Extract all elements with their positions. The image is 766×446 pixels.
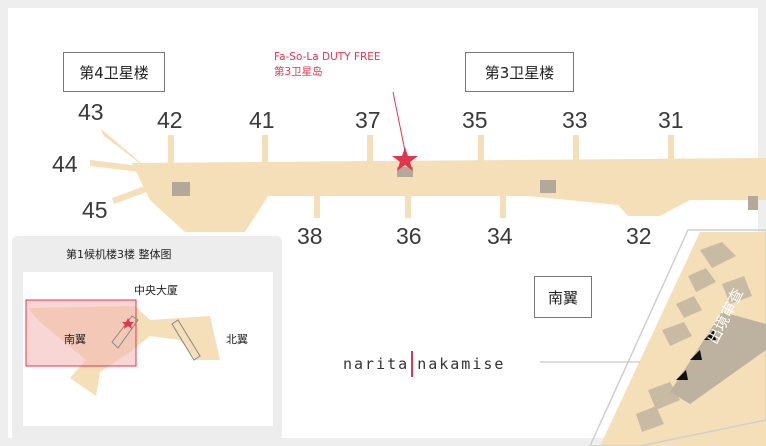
gate-31: 31 [658, 107, 684, 133]
inset-label-center: 中央大厦 [134, 284, 178, 297]
gate-34: 34 [487, 223, 513, 249]
gate-42: 42 [157, 107, 183, 133]
brand-separator [411, 351, 414, 377]
gate-piers [90, 128, 674, 218]
exit-arrows [676, 330, 716, 380]
label-satellite-4: 第4卫星楼 [63, 52, 165, 92]
gate-37: 37 [355, 107, 381, 133]
gate-32: 32 [626, 223, 652, 249]
gate-38: 38 [297, 223, 323, 249]
emigration-block [670, 312, 766, 404]
gate-36: 36 [396, 223, 422, 249]
gate-35: 35 [462, 107, 488, 133]
narita-nakamise-logo: narita nakamise [343, 351, 505, 377]
inset-highlight-south [25, 299, 137, 367]
south-wing-blocks [636, 242, 752, 432]
brand-left: narita [343, 355, 410, 373]
inset-title: 第1候机楼3楼 整体图 [66, 248, 172, 261]
service-blocks [172, 167, 758, 210]
shop-leader-line [392, 91, 407, 157]
label-south-wing: 南翼 [534, 276, 592, 318]
shop-location: 第3卫星岛 [274, 66, 323, 78]
inset-star-marker [122, 318, 134, 329]
gate-43: 43 [78, 99, 104, 125]
gate-44: 44 [52, 151, 78, 177]
shop-star-marker [392, 147, 418, 171]
brand-right: nakamise [417, 355, 506, 373]
gate-45: 45 [82, 197, 108, 223]
gate-33: 33 [562, 107, 588, 133]
inset-label-north: 北翼 [226, 333, 248, 346]
label-satellite-3: 第3卫星楼 [465, 52, 574, 92]
gate-41: 41 [249, 107, 275, 133]
shop-name: Fa-So-La DUTY FREE [274, 51, 381, 63]
inset-label-south: 南翼 [64, 333, 86, 346]
concourse-floor [132, 158, 766, 232]
shop-callout: Fa-So-La DUTY FREE 第3卫星岛 [274, 50, 381, 80]
